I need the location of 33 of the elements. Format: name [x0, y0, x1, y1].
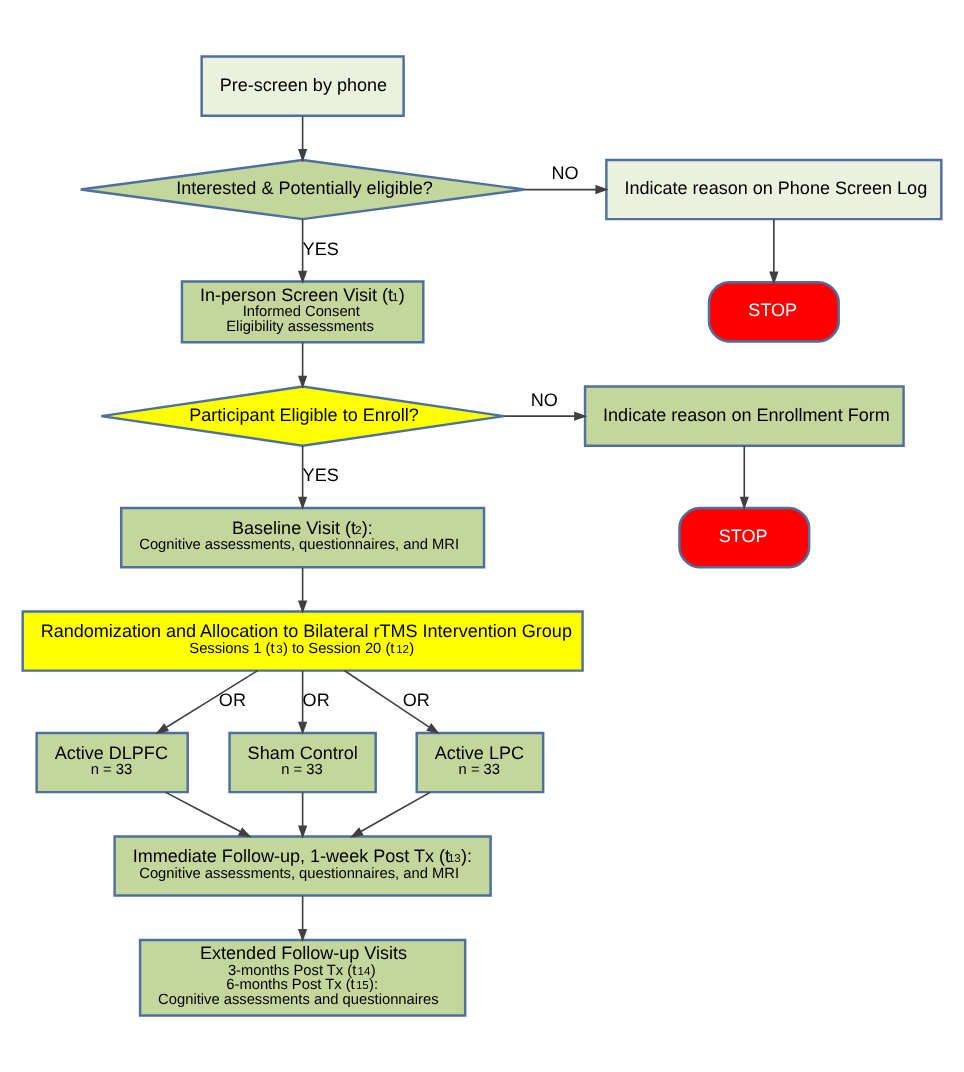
node-box: Active LPC n = 33: [415, 731, 545, 794]
arrow: [349, 791, 431, 838]
node-box: STOP: [678, 506, 811, 569]
node-box: STOP: [707, 281, 840, 343]
arrow: [298, 791, 308, 839]
node-box: Sham Control n = 33: [228, 731, 377, 794]
arrow: [298, 669, 308, 735]
node-box: Active DLPFC n = 33: [35, 731, 189, 794]
arrow: [769, 218, 779, 285]
arrow: [739, 444, 749, 510]
edge-label: OR: [302, 690, 330, 711]
arrow: [503, 411, 588, 421]
node-box: Indicate reason on Enrollment Form: [583, 385, 905, 447]
edge-label: YES: [302, 465, 339, 486]
edge-label: OR: [218, 690, 246, 711]
edge-label: YES: [302, 238, 339, 259]
arrow: [155, 669, 259, 735]
arrow: [298, 115, 308, 163]
node-diamond: Interested & Potentially eligible?: [79, 158, 526, 221]
arrow: [298, 895, 308, 943]
edge-label: NO: [551, 163, 579, 184]
arrow: [298, 218, 308, 284]
node-box: Indicate reason on Phone Screen Log: [605, 158, 943, 221]
edge-label: OR: [402, 690, 430, 711]
arrow: [523, 184, 609, 195]
arrow: [164, 791, 252, 838]
arrow: [298, 444, 308, 510]
arrow: [298, 566, 308, 614]
edge-label: NO: [530, 389, 558, 410]
node-box: Pre-screen by phone: [200, 55, 405, 117]
arrow: [343, 669, 440, 735]
arrow: [298, 341, 308, 389]
node-diamond: Participant Eligible to Enroll?: [100, 385, 506, 447]
